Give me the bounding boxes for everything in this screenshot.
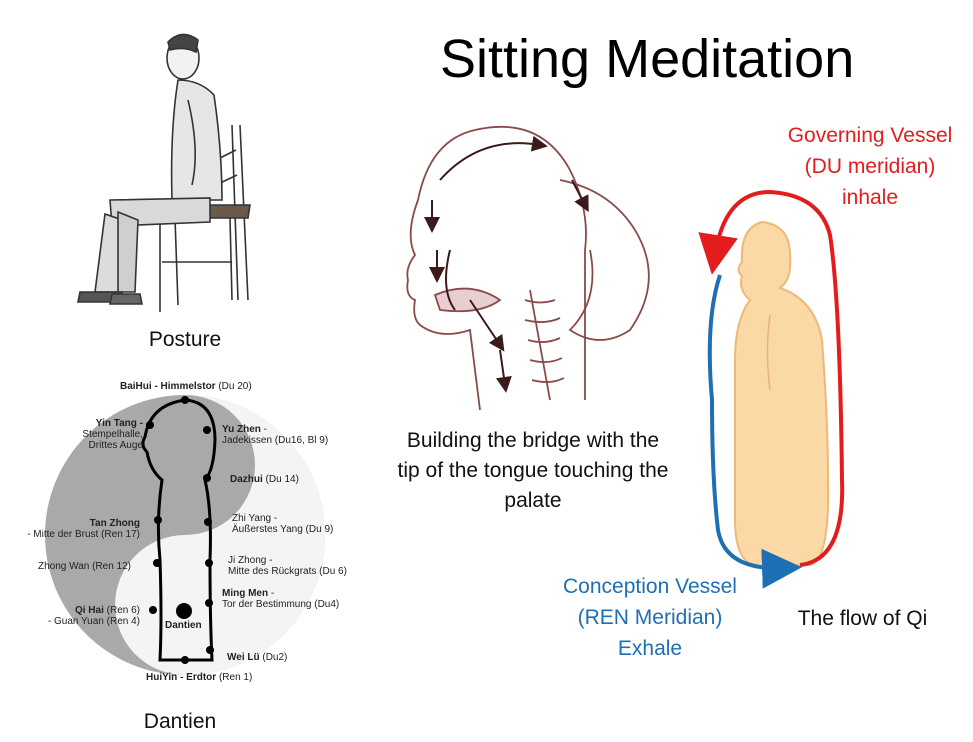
conception-vessel-arrow xyxy=(707,274,802,589)
bridge-caption-line-1: Building the bridge with the xyxy=(406,429,660,452)
conception-vessel-name: Conception Vessel xyxy=(563,575,737,598)
meridian-points xyxy=(146,396,214,664)
bridge-caption-line-3: palate xyxy=(504,489,562,512)
point-yuzhen: Yu Zhen - Jadekissen (Du16, Bl 9) xyxy=(222,424,329,446)
governing-vessel-meridian: (DU meridian) xyxy=(804,155,936,178)
governing-vessel-arrow xyxy=(698,189,845,567)
point-tanzhong: Tan Zhong - Mitte der Brust (Ren 17) xyxy=(27,518,140,540)
bridge-caption-line-2: tip of the tongue touching the xyxy=(397,459,669,482)
qi-body-silhouette xyxy=(733,220,830,568)
head-sketch xyxy=(406,125,650,411)
point-baihui: BaiHui - Himmelstor (Du 20) xyxy=(120,381,252,392)
body-outline xyxy=(141,398,217,662)
dantien-diagram xyxy=(45,395,325,675)
flow-of-qi-caption: The flow of Qi xyxy=(797,607,928,630)
governing-vessel-label: Governing Vessel (DU meridian) inhale xyxy=(770,120,970,213)
dantien-caption: Dantien xyxy=(143,710,217,733)
point-weilu: Wei Lü (Du2) xyxy=(227,652,288,663)
conception-vessel-meridian: (REN Meridian) xyxy=(577,606,723,629)
page-title: Sitting Meditation xyxy=(440,29,855,89)
conception-vessel-label: Conception Vessel (REN Meridian) Exhale xyxy=(545,571,755,664)
point-jizhong: Ji Zhong - Mitte des Rückgrats (Du 6) xyxy=(228,555,347,577)
point-zhiyang: Zhi Yang - Äußerstes Yang (Du 9) xyxy=(232,513,334,535)
point-qihai: Qi Hai (Ren 6) - Guan Yuan (Ren 4) xyxy=(47,605,140,627)
conception-vessel-breath: Exhale xyxy=(617,637,683,660)
point-dantien: Dantien xyxy=(165,620,202,631)
seated-figure xyxy=(77,33,251,312)
point-yintang: Yin Tang - Stempelhalle, Drittes Auge xyxy=(82,418,143,451)
yin-yang-dot-dark xyxy=(165,445,205,485)
point-mingmen: Ming Men - Tor der Bestimmung (Du4) xyxy=(222,588,340,610)
posture-caption: Posture xyxy=(148,328,222,351)
point-dazhui: Dazhui (Du 14) xyxy=(230,474,299,485)
bridge-caption: Building the bridge with the tip of the … xyxy=(368,426,698,516)
governing-vessel-breath: inhale xyxy=(841,186,899,209)
qi-flow-diagram xyxy=(698,189,845,589)
head-flow-arrows xyxy=(424,135,589,393)
point-zhongwan: Zhong Wan (Ren 12) xyxy=(38,561,132,572)
governing-vessel-name: Governing Vessel xyxy=(787,124,953,147)
point-huiyin: HuiYin - Erdtor (Ren 1) xyxy=(146,672,253,683)
